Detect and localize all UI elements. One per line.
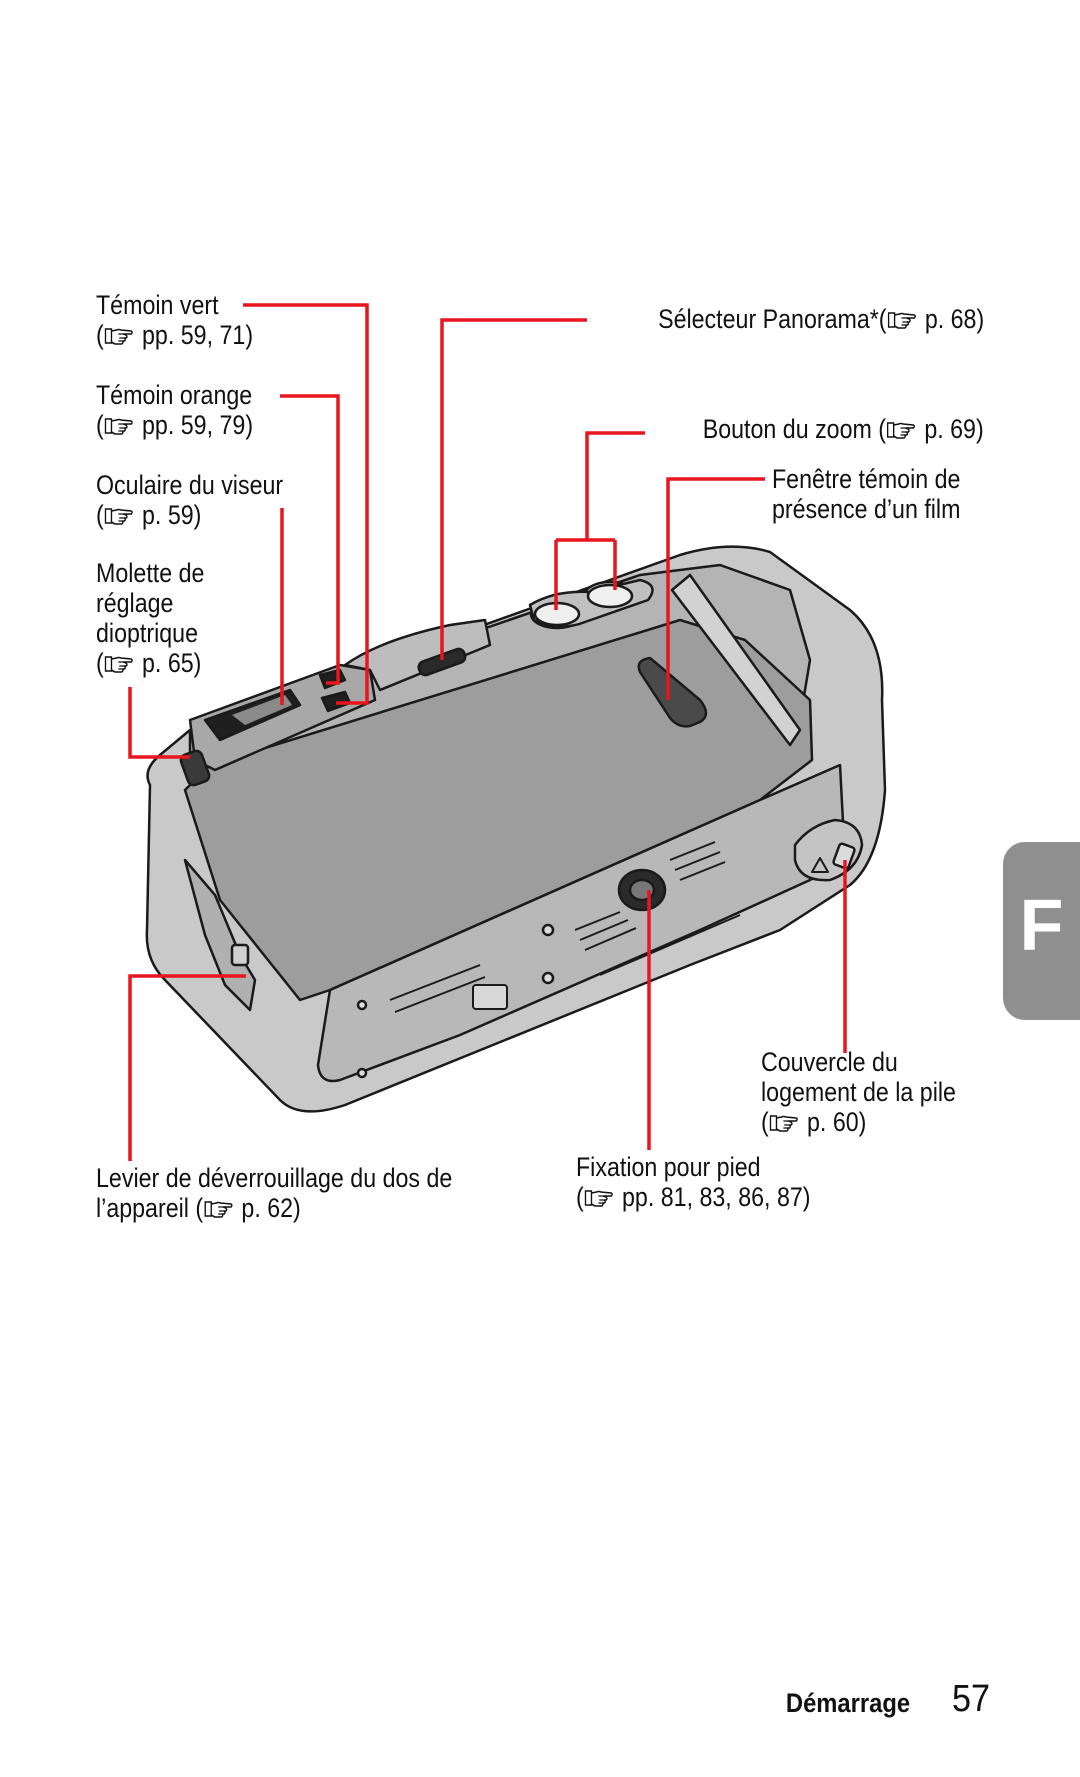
callout-panorama: Sélecteur Panorama*( p. 68) xyxy=(658,304,984,334)
callout-zoom-ref: p. 69) xyxy=(924,414,984,444)
footer-section-title: Démarrage xyxy=(785,1688,910,1718)
leader-fenetre xyxy=(666,477,765,700)
callout-oculaire-title: Oculaire du viseur xyxy=(96,470,284,500)
callout-molette-ref: p. 65 xyxy=(142,648,194,678)
callout-panorama-ref: p. 68) xyxy=(924,304,984,334)
callout-temoin-orange: Témoin orange ( pp. 59, 79) xyxy=(96,380,254,440)
pointing-hand-icon xyxy=(105,416,134,436)
callout-fenetre: Fenêtre témoin de présence d’un film xyxy=(772,464,960,524)
film-window xyxy=(637,656,708,728)
callout-temoin-vert-ref: pp. 59, 71 xyxy=(142,320,246,350)
pointing-hand-icon xyxy=(204,1199,233,1219)
callout-zoom-title: Bouton du zoom ( xyxy=(703,414,887,444)
pointing-hand-icon xyxy=(105,654,134,674)
leader-temoin-orange xyxy=(280,394,340,685)
pointing-hand-icon xyxy=(105,506,134,526)
dioptric-dial xyxy=(179,749,211,787)
callout-molette-line2: réglage xyxy=(96,588,174,618)
leader-levier xyxy=(128,974,246,1161)
leader-zoom xyxy=(554,431,645,610)
callout-panorama-title: Sélecteur Panorama*( xyxy=(657,304,887,334)
leader-panorama xyxy=(440,318,587,660)
callout-molette-line3: dioptrique xyxy=(96,618,198,648)
pointing-hand-icon xyxy=(105,326,134,346)
callout-fenetre-line2: présence d’un film xyxy=(772,494,961,524)
callout-levier-line1: Levier de déverrouillage du dos de xyxy=(96,1163,453,1193)
callout-couvercle-line1: Couvercle du xyxy=(761,1047,898,1077)
callout-molette: Molette de réglage dioptrique ( p. 65) xyxy=(96,558,205,678)
callout-fixation-line1: Fixation pour pied xyxy=(576,1152,761,1182)
battery-symbol xyxy=(472,984,508,1010)
camera-illustration xyxy=(145,545,887,1113)
callout-levier-line2: l’appareil ( xyxy=(96,1193,204,1223)
callout-temoin-orange-title: Témoin orange xyxy=(96,380,253,410)
callout-levier-ref: p. 62) xyxy=(241,1193,301,1223)
callout-fixation-ref: pp. 81, 83, 86, 87) xyxy=(622,1182,811,1212)
strap-hinge xyxy=(670,573,802,747)
panorama-selector xyxy=(417,647,467,677)
callout-couvercle-line2: logement de la pile xyxy=(761,1077,956,1107)
callout-couvercle: Couvercle du logement de la pile ( p. 60… xyxy=(761,1047,956,1137)
pointing-hand-icon xyxy=(585,1188,614,1208)
pointing-hand-icon xyxy=(887,310,916,330)
pointing-hand-icon xyxy=(887,420,916,440)
callout-temoin-orange-ref: pp. 59, 79 xyxy=(142,410,246,440)
language-tab-letter: F xyxy=(1019,886,1064,966)
callout-oculaire: Oculaire du viseur ( p. 59) xyxy=(96,470,284,530)
callout-fixation: Fixation pour pied ( pp. 81, 83, 86, 87) xyxy=(576,1152,811,1212)
leader-temoin-vert xyxy=(243,303,369,705)
leader-molette xyxy=(128,687,190,759)
back-release-lever xyxy=(183,858,257,1012)
callout-oculaire-ref: p. 59 xyxy=(142,500,194,530)
callout-levier: Levier de déverrouillage du dos de l’app… xyxy=(96,1163,452,1223)
callout-couvercle-ref: p. 60) xyxy=(807,1107,867,1137)
callout-temoin-vert: Témoin vert ( pp. 59, 71) xyxy=(96,290,254,350)
callout-fenetre-line1: Fenêtre témoin de xyxy=(772,464,961,494)
callout-temoin-vert-title: Témoin vert xyxy=(96,290,219,320)
leader-lines xyxy=(128,303,847,1161)
pointing-hand-icon xyxy=(770,1113,799,1133)
callout-zoom: Bouton du zoom ( p. 69) xyxy=(703,414,984,444)
page-number: 57 xyxy=(952,1678,991,1720)
camera-back-face xyxy=(183,618,814,1002)
callout-molette-line1: Molette de xyxy=(96,558,205,588)
language-side-tab: F xyxy=(1003,842,1080,1020)
